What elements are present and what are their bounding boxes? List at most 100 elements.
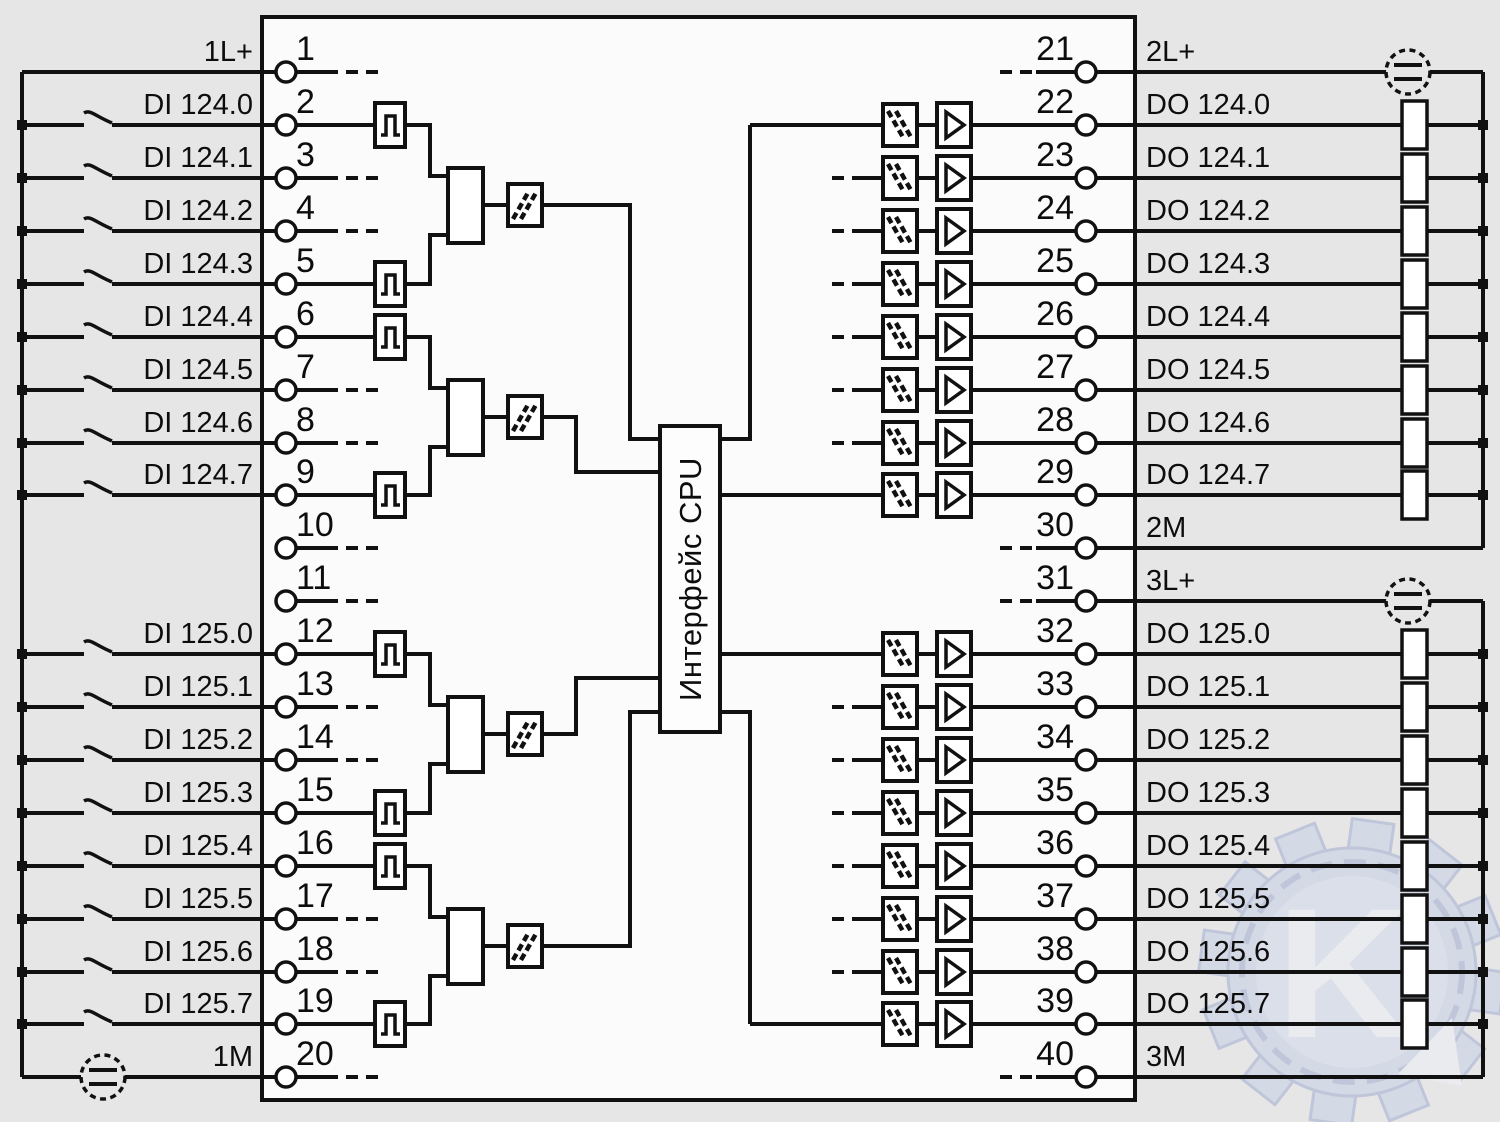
wire (542, 415, 660, 474)
input-filter-icon (373, 260, 407, 308)
load-icon (1400, 469, 1429, 521)
output-driver-icon (935, 207, 973, 255)
input-filter-icon (373, 101, 407, 149)
input-filter-icon (373, 789, 407, 837)
load-icon (1400, 258, 1429, 310)
output-driver-icon (935, 260, 973, 308)
output-driver-icon (935, 154, 973, 202)
isolation-barrier-icon (881, 208, 919, 254)
terminal-circle (1074, 642, 1098, 666)
output-driver-icon (935, 842, 973, 890)
output-driver-icon (935, 789, 973, 837)
isolation-barrier-icon (881, 1001, 919, 1047)
terminal-circle (274, 113, 298, 137)
terminal-circle (274, 272, 298, 296)
switch-contact-icon (83, 428, 113, 443)
isolation-barrier-icon (881, 737, 919, 783)
switch-contact-icon (83, 745, 113, 760)
switch-contact-icon (83, 798, 113, 813)
switch-contact-icon (83, 639, 113, 654)
output-driver-icon (935, 101, 973, 149)
output-driver-icon (935, 736, 973, 784)
wire (405, 123, 448, 178)
load-icon (1400, 364, 1429, 416)
terminal-circle (1074, 166, 1098, 190)
isolation-barrier-icon (881, 102, 919, 148)
terminal-circle (274, 1065, 298, 1089)
switch-contact-icon (83, 851, 113, 866)
terminal-circle (274, 325, 298, 349)
wire (405, 445, 448, 497)
load-icon (1400, 998, 1429, 1050)
output-driver-icon (935, 895, 973, 943)
wire (405, 762, 448, 815)
power-source-icon (79, 1053, 127, 1101)
isolation-barrier-icon (881, 843, 919, 889)
terminal-circle (1074, 960, 1098, 984)
terminal-circle (274, 748, 298, 772)
switch-contact-icon (83, 216, 113, 231)
load-icon (1400, 152, 1429, 204)
isolation-barrier-icon (506, 182, 544, 228)
input-group-box (446, 907, 485, 986)
output-driver-icon (935, 419, 973, 467)
terminal-circle (1074, 431, 1098, 455)
input-group-box (446, 695, 485, 774)
terminal-circle (1074, 60, 1098, 84)
terminal-circle (1074, 325, 1098, 349)
terminal-circle (274, 483, 298, 507)
switch-contact-icon (83, 375, 113, 390)
wire (720, 710, 752, 1024)
load-icon (1400, 893, 1429, 945)
wire (405, 335, 448, 390)
output-driver-icon (935, 366, 973, 414)
load-icon (1400, 681, 1429, 733)
input-group-box (446, 378, 485, 457)
wire (405, 652, 448, 707)
isolation-barrier-icon (881, 790, 919, 836)
terminal-circle (274, 907, 298, 931)
switch-contact-icon (83, 1009, 113, 1024)
output-driver-icon (935, 630, 973, 678)
terminal-circle (274, 960, 298, 984)
terminal-circle (1074, 219, 1098, 243)
terminal-circle (1074, 113, 1098, 137)
terminal-circle (274, 378, 298, 402)
switch-contact-icon (83, 904, 113, 919)
switch-contact-icon (83, 957, 113, 972)
load-icon (1400, 840, 1429, 892)
isolation-barrier-icon (881, 261, 919, 307)
isolation-barrier-icon (881, 949, 919, 995)
terminal-circle (1074, 801, 1098, 825)
cpu-interface-box (658, 424, 722, 734)
isolation-barrier-icon (881, 420, 919, 466)
power-source-icon (1384, 577, 1432, 625)
output-driver-icon (935, 313, 973, 361)
terminal-circle (274, 801, 298, 825)
terminal-circle (1074, 589, 1098, 613)
terminal-circle (1074, 748, 1098, 772)
input-filter-icon (373, 842, 407, 890)
cpu-interface-label: Интерфейс CPU (673, 457, 708, 701)
terminal-circle (274, 695, 298, 719)
terminal-circle (274, 60, 298, 84)
terminal-circle (274, 219, 298, 243)
switch-contact-icon (83, 163, 113, 178)
wire (405, 233, 448, 286)
isolation-barrier-icon (881, 367, 919, 413)
input-group-box (446, 166, 485, 245)
switch-contact-icon (83, 322, 113, 337)
load-icon (1400, 311, 1429, 363)
isolation-barrier-icon (506, 394, 544, 440)
switch-contact-icon (83, 110, 113, 125)
load-icon (1400, 628, 1429, 680)
terminal-circle (1074, 907, 1098, 931)
load-icon (1400, 787, 1429, 839)
load-icon (1400, 205, 1429, 257)
output-driver-icon (935, 471, 973, 519)
terminal-circle (274, 589, 298, 613)
isolation-barrier-icon (881, 684, 919, 730)
wire (542, 676, 660, 736)
isolation-barrier-icon (506, 923, 544, 969)
isolation-barrier-icon (881, 472, 919, 518)
